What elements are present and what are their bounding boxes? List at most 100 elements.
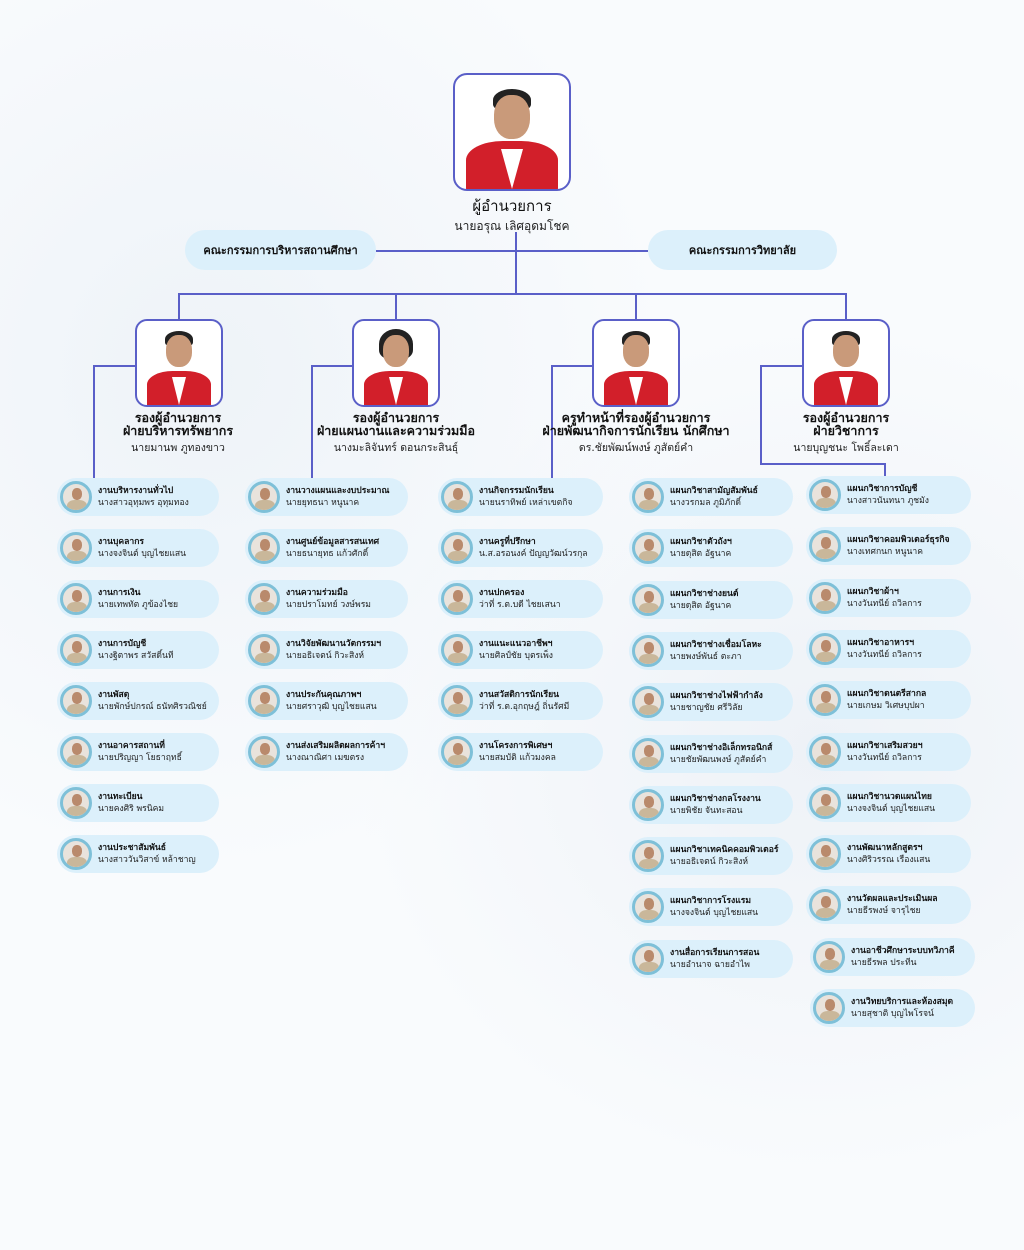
staff-role: แผนกวิชาเทคนิคคอมพิวเตอร์ <box>670 845 779 855</box>
staff-role: แผนกวิชาช่างยนต์ <box>670 589 739 599</box>
deputy-division: ฝ่ายพัฒนากิจการนักเรียน นักศึกษา <box>542 423 730 438</box>
staff-card[interactable]: งานสวัสดิการนักเรียนว่าที่ ร.ต.อุกฤษฎ์ ถ… <box>438 682 603 720</box>
staff-role: งานพัสดุ <box>98 690 130 700</box>
staff-card[interactable]: งานการเงินนายเทพทัต ภูข้องไชย <box>57 580 219 618</box>
staff-card[interactable]: งานประกันคุณภาพฯนายศราวุฒิ บุญไชยแสน <box>245 682 408 720</box>
staff-role: งานโครงการพิเศษฯ <box>479 741 553 751</box>
staff-card[interactable]: งานอาชีวศึกษาระบบทวิภาคีนายธีรพล ประทีน <box>810 938 975 976</box>
deputy-name: ดร.ชัยพัฒน์พงษ์ ภูสัตย์คำ <box>578 442 694 454</box>
staff-name: น.ส.อรอนงค์ ปัญญวัฒน์วรกุล <box>479 549 588 559</box>
deputy-title: ครูทำหน้าที่รองผู้อำนวยการ <box>561 410 711 425</box>
staff-card[interactable]: งานทะเบียนนายคงศิริ พรนิคม <box>57 784 219 822</box>
staff-card[interactable]: งานศูนย์ข้อมูลสารสนเทศนายธนายุทธ แก้วศัก… <box>245 529 408 567</box>
staff-role: แผนกวิชาช่างอิเล็กทรอนิกส์ <box>670 743 773 753</box>
staff-role: งานปกครอง <box>479 588 525 598</box>
staff-name: นางฐิตาพร สวัสดิ์นที <box>98 651 174 661</box>
staff-card[interactable]: งานบุคลากรนางจงจินต์ บุญไชยแสน <box>57 529 219 567</box>
staff-card[interactable]: แผนกวิชาดนตรีสากลนายเกษม วิเศษบุปผา <box>806 681 971 719</box>
deputy-name: นางมะลิจันทร์ ดอนกระสินธุ์ <box>333 442 459 454</box>
staff-role: แผนกวิชาผ้าฯ <box>847 587 899 597</box>
staff-card[interactable]: แผนกวิชาช่างไฟฟ้ากำลังนายชาญชัย ศรีวิลัย <box>629 683 793 721</box>
avatar <box>248 685 280 717</box>
avatar <box>248 583 280 615</box>
staff-name: นางสาวอุทุมพร อุทุมทอง <box>98 498 189 508</box>
deputy-title: รองผู้อำนวยการ <box>134 410 222 425</box>
avatar <box>441 532 473 564</box>
staff-card[interactable]: งานบริหารงานทั่วไปนางสาวอุทุมพร อุทุมทอง <box>57 478 219 516</box>
staff-card[interactable]: งานพัฒนาหลักสูตรฯนางศิริวรรณ เรืองแสน <box>806 835 971 873</box>
staff-card[interactable]: แผนกวิชาช่างยนต์นายดุสิต อัฐนาค <box>629 581 793 619</box>
connector-line <box>845 293 847 320</box>
avatar <box>813 992 845 1024</box>
deputy-photo <box>802 319 890 407</box>
staff-card[interactable]: งานวิจัยพัฒนานวัตกรรมฯนายอธิเจตน์ กิวะสิ… <box>245 631 408 669</box>
connector-line <box>376 250 648 252</box>
deputy-title: รองผู้อำนวยการ <box>352 410 440 425</box>
staff-card[interactable]: งานแนะแนวอาชีพฯนายศิลป์ชัย บุตรเพ็ง <box>438 631 603 669</box>
staff-card[interactable]: แผนกวิชาช่างเชื่อมโลหะนายพงษ์พันธ์ ตะภา <box>629 632 793 670</box>
staff-name: นายธนายุทธ แก้วศักดิ์ <box>286 549 369 559</box>
connector-line <box>93 365 135 367</box>
avatar <box>632 840 664 872</box>
staff-card[interactable]: งานการบัญชีนางฐิตาพร สวัสดิ์นที <box>57 631 219 669</box>
avatar <box>813 941 845 973</box>
staff-name: นายชัยพัฒนพงษ์ ภูสัตย์คำ <box>670 755 767 765</box>
staff-card[interactable]: แผนกวิชาการบัญชีนางสาวนันทนา ภูชมัง <box>806 476 971 514</box>
avatar <box>60 634 92 666</box>
staff-card[interactable]: แผนกวิชาเทคนิคคอมพิวเตอร์นายอธิเจตน์ กิว… <box>629 837 793 875</box>
staff-card[interactable]: งานพัสดุนายพักษ์ปกรณ์ ธนัทศิรวณิชย์ <box>57 682 219 720</box>
staff-name: นายสมบัติ แก้วมงคล <box>479 753 556 763</box>
staff-name: นางจงจินต์ บุญไชยแสน <box>670 908 758 918</box>
staff-name: นายพงษ์พันธ์ ตะภา <box>670 652 742 662</box>
staff-card[interactable]: งานอาคารสถานที่นายปริญญา โยธาฤทธิ์ <box>57 733 219 771</box>
staff-card[interactable]: งานโครงการพิเศษฯนายสมบัติ แก้วมงคล <box>438 733 603 771</box>
staff-card[interactable]: แผนกวิชาผ้าฯนางวันทนีย์ ถวิลการ <box>806 579 971 617</box>
staff-name: ว่าที่ ร.ต.อุกฤษฎ์ ถิ่นรัศมี <box>479 702 570 712</box>
staff-name: นายนราทิพย์ เหล่าเขตกิจ <box>479 498 573 508</box>
staff-role: แผนกวิชาสามัญสัมพันธ์ <box>670 486 758 496</box>
staff-role: งานกิจกรรมนักเรียน <box>479 486 554 496</box>
staff-role: งานการบัญชี <box>98 639 147 649</box>
connector-line <box>311 365 353 367</box>
staff-card[interactable]: งานส่งเสริมผลิตผลการค้าฯนางณาณิศา เมฆตรง <box>245 733 408 771</box>
staff-card[interactable]: แผนกวิชาคอมพิวเตอร์ธุรกิจนางเทศกนก หนูนา… <box>806 527 971 565</box>
committee-college[interactable]: คณะกรรมการวิทยาลัย <box>648 230 837 270</box>
avatar <box>441 685 473 717</box>
staff-name: นายเกษม วิเศษบุปผา <box>847 701 925 711</box>
avatar <box>441 583 473 615</box>
avatar <box>60 838 92 870</box>
staff-card[interactable]: แผนกวิชาช่างอิเล็กทรอนิกส์นายชัยพัฒนพงษ์… <box>629 735 793 773</box>
avatar <box>809 838 841 870</box>
staff-card[interactable]: แผนกวิชาตัวถังฯนายดุสิต อัฐนาค <box>629 529 793 567</box>
staff-card[interactable]: งานครูที่ปรึกษาน.ส.อรอนงค์ ปัญญวัฒน์วรกุ… <box>438 529 603 567</box>
staff-card[interactable]: แผนกวิชานวดแผนไทยนางจงจินต์ บุญไชยแสน <box>806 784 971 822</box>
avatar <box>809 684 841 716</box>
staff-card[interactable]: แผนกวิชาอาหารฯนางวันทนีย์ ถวิลการ <box>806 630 971 668</box>
staff-name: นางจงจินต์ บุญไชยแสน <box>98 549 186 559</box>
staff-name: นายศราวุฒิ บุญไชยแสน <box>286 702 377 712</box>
staff-card[interactable]: งานปกครองว่าที่ ร.ต.บดี ไชยเสนา <box>438 580 603 618</box>
staff-role: งานวิทยบริการและห้องสมุด <box>851 997 954 1007</box>
staff-name: นายธีรพงษ์ จารุไชย <box>847 906 921 916</box>
staff-card[interactable]: แผนกวิชาช่างกลโรงงานนายพิชัย จันทะสอน <box>629 786 793 824</box>
staff-card[interactable]: แผนกวิชาการโรงแรมนางจงจินต์ บุญไชยแสน <box>629 888 793 926</box>
avatar <box>632 738 664 770</box>
staff-role: แผนกวิชาช่างไฟฟ้ากำลัง <box>670 691 763 701</box>
staff-card[interactable]: แผนกวิชาสามัญสัมพันธ์นางวรกมล ภูมิภักดิ์ <box>629 478 793 516</box>
staff-card[interactable]: งานความร่วมมือนายปราโมทย์ วงษ์พรม <box>245 580 408 618</box>
avatar <box>60 583 92 615</box>
staff-role: แผนกวิชาตัวถังฯ <box>670 537 732 547</box>
staff-card[interactable]: งานวัดผลและประเมินผลนายธีรพงษ์ จารุไชย <box>806 886 971 924</box>
staff-name: นายคงศิริ พรนิคม <box>98 804 165 814</box>
staff-card[interactable]: งานวางแผนและงบประมาณนายยุทธนา หนูนาค <box>245 478 408 516</box>
staff-role: งานสวัสดิการนักเรียน <box>479 690 559 700</box>
staff-card[interactable]: งานวิทยบริการและห้องสมุดนายสุชาติ บุญไพโ… <box>810 989 975 1027</box>
staff-card[interactable]: แผนกวิชาเสริมสวยฯนางวันทนีย์ ถวิลการ <box>806 733 971 771</box>
staff-card[interactable]: งานกิจกรรมนักเรียนนายนราทิพย์ เหล่าเขตกิ… <box>438 478 603 516</box>
avatar <box>60 685 92 717</box>
avatar <box>809 582 841 614</box>
committee-school-board[interactable]: คณะกรรมการบริหารสถานศึกษา <box>185 230 376 270</box>
connector-line <box>635 293 637 320</box>
staff-card[interactable]: งานประชาสัมพันธ์นางสาววันวิสาข์ หล้าชาญ <box>57 835 219 873</box>
staff-card[interactable]: งานสื่อการเรียนการสอนนายอำนาจ ฉายอำไพ <box>629 940 793 978</box>
